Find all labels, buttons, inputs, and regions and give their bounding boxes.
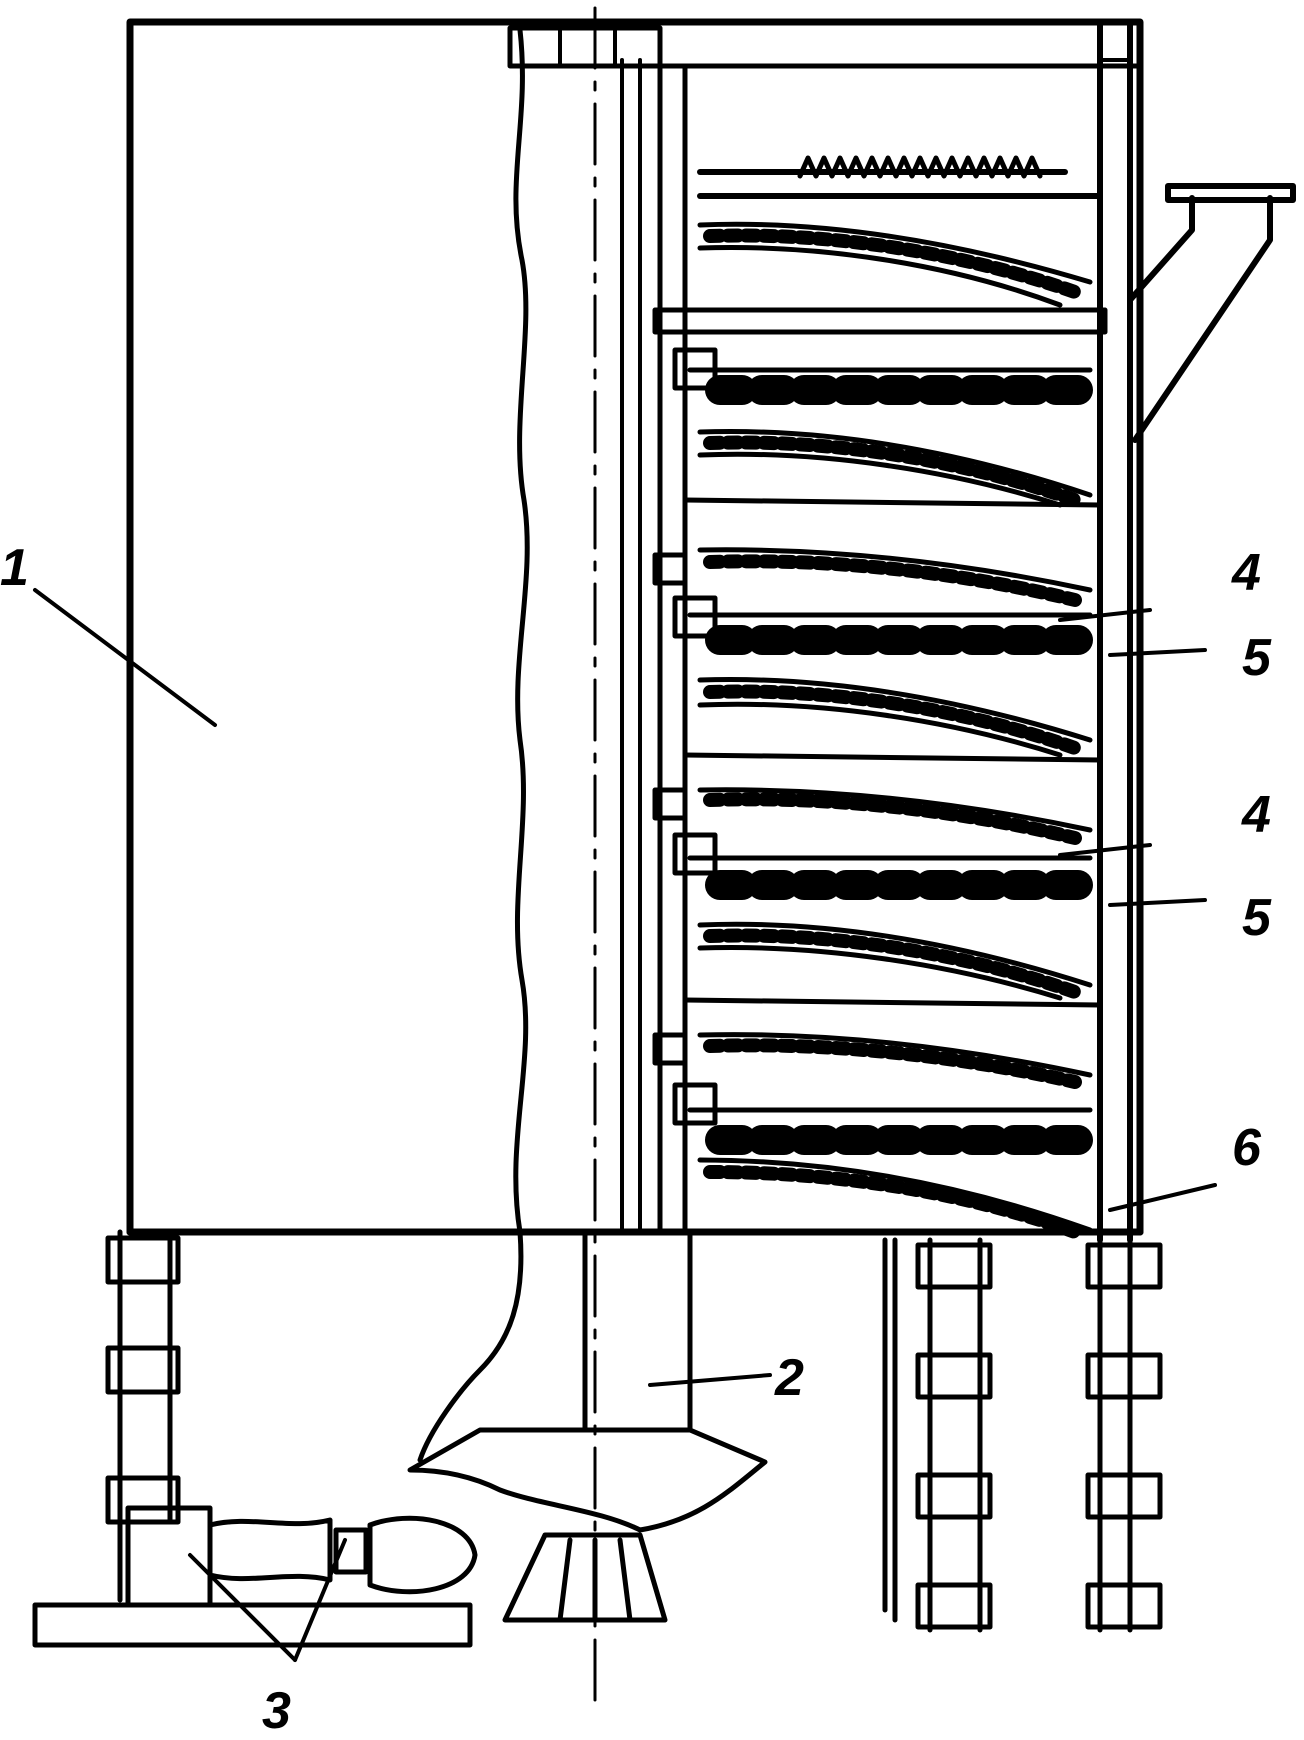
drive-unit	[32, 1505, 478, 1648]
outlet-pipe	[1127, 183, 1296, 443]
leader-lines	[33, 588, 1217, 1662]
label-1: 1	[0, 539, 29, 597]
label-5-lower: 5	[1242, 889, 1272, 947]
label-4-upper: 4	[1231, 544, 1261, 602]
trays	[652, 221, 1108, 1239]
lower-cone	[407, 1229, 768, 1623]
support-legs	[105, 1229, 1163, 1633]
label-3: 3	[262, 1682, 291, 1740]
housing	[126, 18, 1144, 1236]
label-5-upper: 5	[1242, 629, 1272, 687]
cutaway-edge	[417, 27, 530, 1463]
reference-labels: 1 2 3 4 5 4 5 6	[0, 539, 1272, 1740]
label-6: 6	[1232, 1119, 1262, 1177]
label-2: 2	[774, 1349, 804, 1407]
top-coil	[697, 155, 1103, 199]
central-shaft	[507, 6, 663, 1702]
label-4-lower: 4	[1241, 786, 1271, 844]
